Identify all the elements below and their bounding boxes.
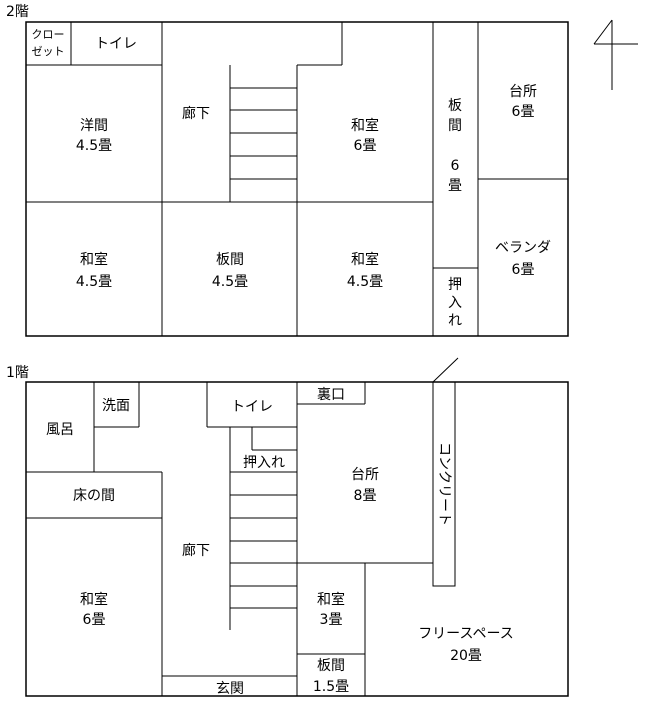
north-arrow-icon xyxy=(593,19,638,90)
floor1-title: 1階 xyxy=(6,365,29,381)
floor1-plan xyxy=(25,357,569,697)
western-room-size: 4.5畳 xyxy=(76,138,112,154)
kitchen-label: 台所 xyxy=(351,467,379,483)
floor2-title: 2階 xyxy=(6,4,29,20)
western-room-label: 洋間 xyxy=(80,118,108,134)
veranda-size: 6畳 xyxy=(512,262,535,278)
svg-text:押: 押 xyxy=(448,277,462,293)
bath-label: 風呂 xyxy=(46,422,74,438)
closet-label-1: クロー xyxy=(32,28,65,41)
oshiire-label: 押入れ xyxy=(243,455,285,471)
hall-label: 廊下 xyxy=(182,542,210,559)
svg-text:れ: れ xyxy=(448,313,462,329)
washitsu3-size: 3畳 xyxy=(320,612,343,628)
itama-label: 板間 xyxy=(216,252,244,268)
itama6-vertical-label: 板 間 6 畳 xyxy=(448,98,462,194)
free-space-size: 20畳 xyxy=(450,648,482,664)
toilet-label: トイレ xyxy=(95,36,137,52)
svg-text:板: 板 xyxy=(448,98,462,114)
wall xyxy=(432,357,459,383)
svg-text:6: 6 xyxy=(451,158,460,174)
kitchen-label: 台所 xyxy=(509,84,537,100)
sink-label: 洗面 xyxy=(102,398,130,414)
washitsu6-label: 和室 xyxy=(80,591,108,608)
stairs xyxy=(229,65,297,202)
itama-size: 4.5畳 xyxy=(212,274,248,290)
concrete-label: コンクリート xyxy=(436,442,452,526)
veranda-label: ベランダ xyxy=(495,240,551,256)
svg-text:間: 間 xyxy=(448,118,462,134)
hall-label: 廊下 xyxy=(182,105,210,122)
back-door-label: 裏口 xyxy=(317,386,345,403)
washitsu6-label: 和室 xyxy=(351,117,379,134)
washitsu-b-size: 4.5畳 xyxy=(347,274,383,290)
itama-label: 板間 xyxy=(317,658,345,674)
floor2-plan xyxy=(25,21,569,337)
oshiire-vertical-label: 押 入 れ xyxy=(448,277,462,329)
stairs xyxy=(229,427,297,630)
washitsu3-label: 和室 xyxy=(317,591,345,608)
toilet-label: トイレ xyxy=(231,399,273,415)
kitchen-size: 8畳 xyxy=(354,488,377,504)
free-space-label: フリースペース xyxy=(418,626,514,642)
washitsu-b-label: 和室 xyxy=(351,251,379,268)
entrance-label: 玄関 xyxy=(216,680,244,697)
itama-size: 1.5畳 xyxy=(313,679,349,695)
washitsu-a-size: 4.5畳 xyxy=(76,274,112,290)
washitsu6-size: 6畳 xyxy=(83,612,106,628)
svg-text:入: 入 xyxy=(448,295,462,311)
tokonoma-label: 床の間 xyxy=(73,488,115,504)
closet-label-2: ゼット xyxy=(32,45,65,58)
washitsu-a-label: 和室 xyxy=(80,251,108,268)
concrete-strip xyxy=(432,381,456,587)
kitchen-size: 6畳 xyxy=(512,104,535,120)
svg-text:畳: 畳 xyxy=(448,178,462,194)
washitsu6-size: 6畳 xyxy=(354,138,377,154)
